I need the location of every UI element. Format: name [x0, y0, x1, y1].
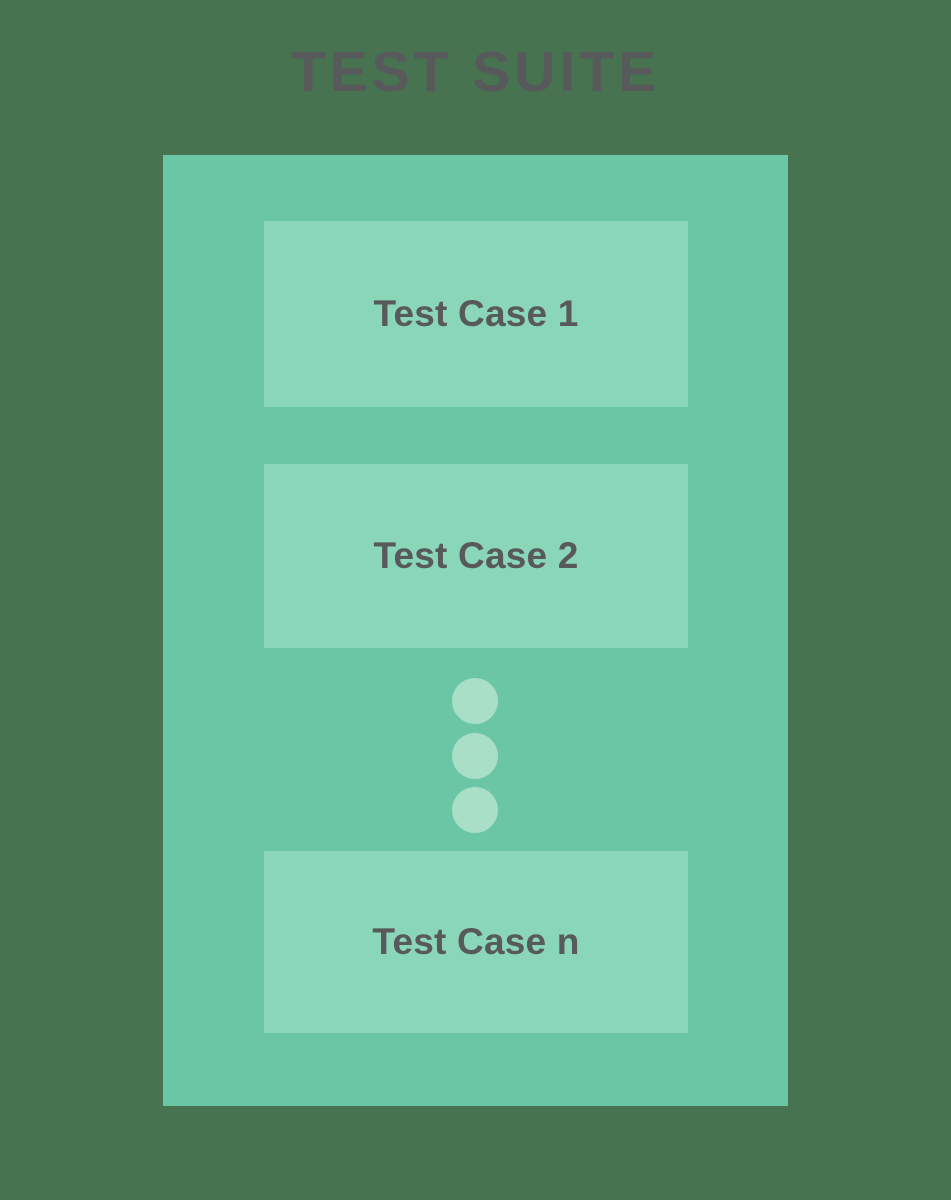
test-case-box-2[interactable]: Test Case 2	[264, 464, 688, 648]
ellipsis-dot	[452, 733, 498, 779]
page-title: TEST SUITE	[290, 40, 661, 104]
test-case-label: Test Case 1	[373, 293, 579, 334]
vertical-ellipsis-icon	[452, 678, 499, 833]
test-case-label: Test Case n	[372, 921, 580, 962]
test-case-label: Test Case 2	[373, 535, 579, 576]
test-case-box-n[interactable]: Test Case n	[264, 851, 688, 1033]
ellipsis-dot	[452, 678, 498, 724]
ellipsis-dot	[452, 787, 498, 833]
test-case-box-1[interactable]: Test Case 1	[264, 221, 688, 407]
test-suite-container: Test Case 1 Test Case 2 Test Case n	[163, 155, 788, 1106]
